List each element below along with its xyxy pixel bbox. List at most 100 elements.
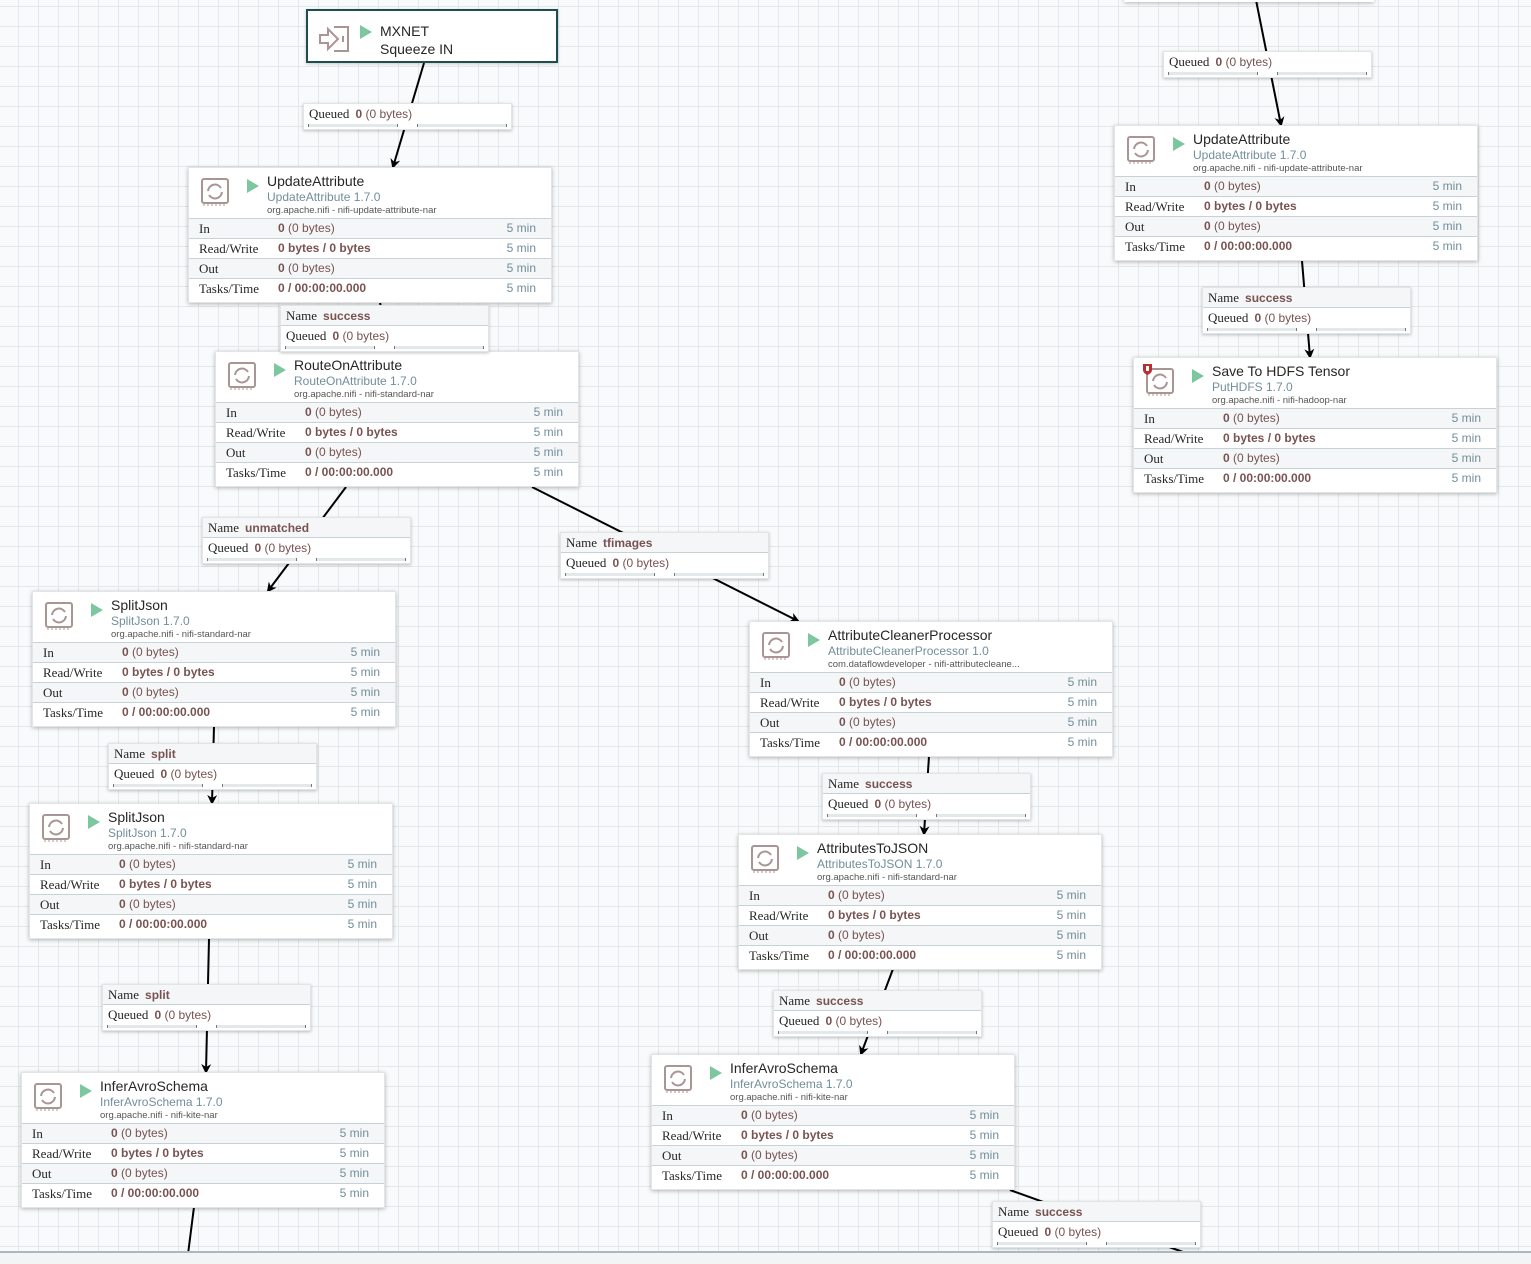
stat-window: 5 min xyxy=(1056,888,1086,902)
queue-backpressure-bar xyxy=(308,123,507,128)
stat-window: 5 min xyxy=(506,281,536,295)
processor-bundle: org.apache.nifi - nifi-standard-nar xyxy=(817,872,957,883)
processor-bundle: org.apache.nifi - nifi-kite-nar xyxy=(730,1092,848,1103)
run-triangle-icon xyxy=(274,363,286,377)
connection-queued-row: Queued 0 (0 bytes) xyxy=(203,538,410,557)
stat-label: Out xyxy=(199,261,219,276)
processor[interactable]: InferAvroSchema InferAvroSchema 1.7.0 or… xyxy=(651,1054,1015,1190)
stat-value: 0 / 00:00:00.000 xyxy=(278,281,367,295)
queue-backpressure-bar xyxy=(827,813,1026,818)
queued-label: Queued xyxy=(309,106,350,121)
processor-type: PutHDFS 1.7.0 xyxy=(1212,380,1293,394)
processor[interactable]: Save To HDFS Tensor PutHDFS 1.7.0 org.ap… xyxy=(1133,357,1497,493)
processor-icon xyxy=(664,1065,692,1093)
stat-value: 0 / 00:00:00.000 xyxy=(122,705,211,719)
processor-name: AttributesToJSON xyxy=(817,840,929,856)
name-label: Name xyxy=(208,520,240,535)
stat-label: Tasks/Time xyxy=(760,735,821,750)
processor-offscreen[interactable] xyxy=(1124,0,1374,2)
stat-value: 0 (0 bytes) xyxy=(111,1126,168,1140)
processor[interactable]: RouteOnAttribute RouteOnAttribute 1.7.0 … xyxy=(215,351,579,487)
input-port[interactable]: MXNET Squeeze IN xyxy=(306,9,558,63)
processor-type: InferAvroSchema 1.7.0 xyxy=(100,1095,223,1109)
stat-tasks-time: Tasks/Time 0 / 00:00:00.000 5 min xyxy=(750,732,1112,752)
processor-bundle: org.apache.nifi - nifi-standard-nar xyxy=(111,629,251,640)
queue-backpressure-bar xyxy=(997,1241,1196,1246)
stat-label: Tasks/Time xyxy=(32,1186,93,1201)
stat-tasks-time: Tasks/Time 0 / 00:00:00.000 5 min xyxy=(1115,236,1477,256)
stat-window: 5 min xyxy=(506,261,536,275)
processor[interactable]: UpdateAttribute UpdateAttribute 1.7.0 or… xyxy=(1114,125,1478,261)
processor[interactable]: SplitJson SplitJson 1.7.0 org.apache.nif… xyxy=(29,803,393,939)
processor-name: InferAvroSchema xyxy=(100,1078,208,1094)
queue-backpressure-bar xyxy=(778,1030,977,1035)
stat-value: 0 bytes / 0 bytes xyxy=(305,425,398,439)
queued-label: Queued xyxy=(208,540,249,555)
stat-label: In xyxy=(226,405,237,420)
connection-name: success xyxy=(1035,1205,1083,1219)
processor[interactable]: InferAvroSchema InferAvroSchema 1.7.0 or… xyxy=(21,1072,385,1208)
queue-backpressure-bar xyxy=(565,572,764,577)
stat-value: 0 bytes / 0 bytes xyxy=(119,877,212,891)
stat-in: In 0 (0 bytes) 5 min xyxy=(30,854,392,874)
name-label: Name xyxy=(1208,290,1240,305)
queued-value: 0 (0 bytes) xyxy=(332,329,390,343)
stat-value: 0 / 00:00:00.000 xyxy=(839,735,928,749)
queued-value: 0 (0 bytes) xyxy=(254,541,312,555)
queued-value: 0 (0 bytes) xyxy=(1254,311,1312,325)
stat-window: 5 min xyxy=(1067,675,1097,689)
stat-read-write: Read/Write 0 bytes / 0 bytes 5 min xyxy=(652,1125,1014,1145)
processor[interactable]: AttributesToJSON AttributesToJSON 1.7.0 … xyxy=(738,834,1102,970)
invalid-shield-icon xyxy=(1143,364,1152,375)
queue-backpressure-bar xyxy=(207,557,406,562)
stat-value: 0 bytes / 0 bytes xyxy=(1204,199,1297,213)
stat-tasks-time: Tasks/Time 0 / 00:00:00.000 5 min xyxy=(652,1165,1014,1185)
input-port-icon xyxy=(319,26,349,52)
stat-read-write: Read/Write 0 bytes / 0 bytes 5 min xyxy=(1134,428,1496,448)
queued-label: Queued xyxy=(1208,310,1249,325)
processor-icon xyxy=(34,1083,62,1111)
stat-label: In xyxy=(760,675,771,690)
stat-window: 5 min xyxy=(533,465,563,479)
processor[interactable]: AttributeCleanerProcessor AttributeClean… xyxy=(749,621,1113,757)
run-triangle-icon xyxy=(91,603,103,617)
name-label: Name xyxy=(779,993,811,1008)
stat-out: Out 0 (0 bytes) 5 min xyxy=(750,712,1112,732)
stat-window: 5 min xyxy=(1056,948,1086,962)
stat-tasks-time: Tasks/Time 0 / 00:00:00.000 5 min xyxy=(30,914,392,934)
processor-type: SplitJson 1.7.0 xyxy=(111,614,190,628)
stat-label: Out xyxy=(43,685,63,700)
stat-label: In xyxy=(199,221,210,236)
stat-label: In xyxy=(749,888,760,903)
connection-label[interactable]: Name unmatched Queued 0 (0 bytes) xyxy=(202,517,411,564)
stat-label: Read/Write xyxy=(40,877,100,892)
stat-value: 0 (0 bytes) xyxy=(1223,451,1280,465)
connection-name: unmatched xyxy=(245,521,310,535)
processor-name: AttributeCleanerProcessor xyxy=(828,627,993,643)
processor-type: AttributesToJSON 1.7.0 xyxy=(817,857,943,871)
processor[interactable]: SplitJson SplitJson 1.7.0 org.apache.nif… xyxy=(32,591,396,727)
stat-read-write: Read/Write 0 bytes / 0 bytes 5 min xyxy=(30,874,392,894)
processor[interactable]: UpdateAttribute UpdateAttribute 1.7.0 or… xyxy=(188,167,552,303)
stat-label: Out xyxy=(1144,451,1164,466)
connection-name: success xyxy=(323,309,371,323)
stat-window: 5 min xyxy=(1451,451,1481,465)
stat-window: 5 min xyxy=(1067,695,1097,709)
stat-in: In 0 (0 bytes) 5 min xyxy=(33,642,395,662)
stat-label: Out xyxy=(760,715,780,730)
